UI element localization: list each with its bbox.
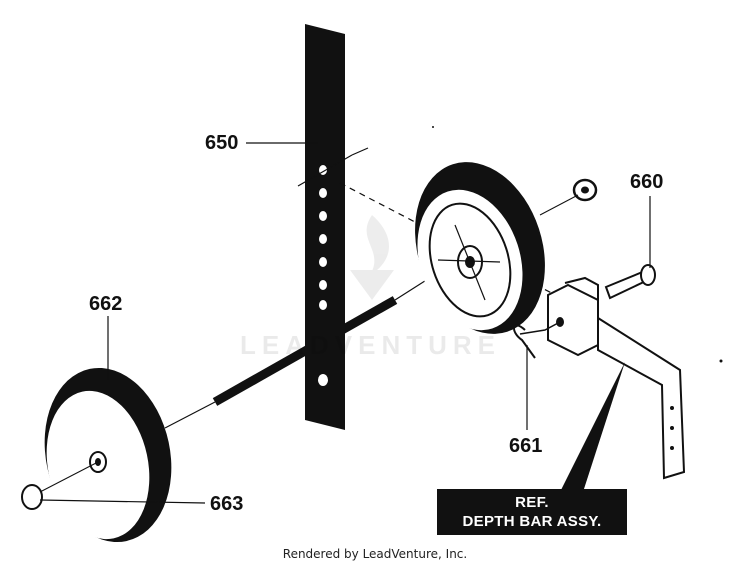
part-label-662: 662 [89,293,123,315]
wheel-right [415,162,545,334]
part-label-650: 650 [205,132,239,154]
leader-lines [39,142,651,504]
part-label-661: 661 [509,435,543,457]
washer [539,178,598,216]
reference-line-2: DEPTH BAR ASSY. [462,513,602,530]
watermark-logo [350,215,394,300]
watermark-text: LEADVENTURE [240,330,502,360]
bar-holes [318,165,328,386]
wheel-left [44,367,172,543]
reference-box: REF. DEPTH BAR ASSY. [437,489,627,535]
footer-credit: Rendered by LeadVenture, Inc. [282,547,468,561]
hairpin-clip-661 [513,321,561,359]
reference-line-1: REF. [515,494,549,511]
part-label-663: 663 [210,493,244,515]
depth-bar-bracket [547,276,686,480]
bolt-660 [604,264,656,300]
ref-arrow [560,362,625,492]
bar-650 [297,24,369,430]
part-label-660: 660 [630,171,664,193]
nut-663 [21,461,99,510]
